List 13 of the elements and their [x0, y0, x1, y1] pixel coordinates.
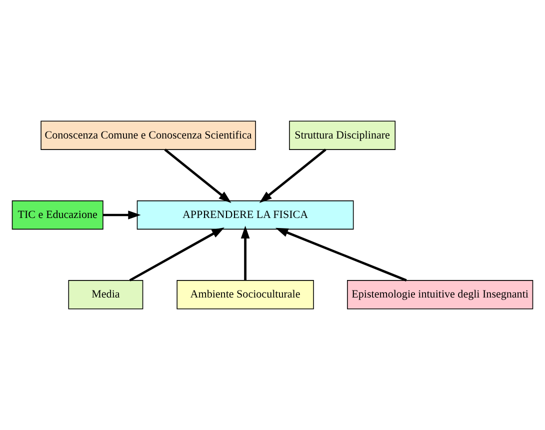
arrow — [275, 228, 407, 282]
node-box: Epistemologie intuitive degli Insegnanti — [347, 280, 534, 310]
node-box: APPRENDERE LA FISICA — [136, 200, 354, 230]
node-box: Ambiente Socioculturale — [176, 280, 314, 310]
node-box: TIC e Educazione — [12, 200, 104, 230]
arrow — [259, 148, 326, 203]
node-box: Conoscenza Comune e Conoscenza Scientifica — [40, 120, 256, 150]
arrow — [129, 227, 224, 282]
arrow — [240, 226, 250, 280]
arrow — [164, 148, 232, 203]
node-box: Struttura Disciplinare — [289, 120, 396, 150]
arrow — [103, 210, 141, 220]
node-box: Media — [68, 280, 144, 310]
